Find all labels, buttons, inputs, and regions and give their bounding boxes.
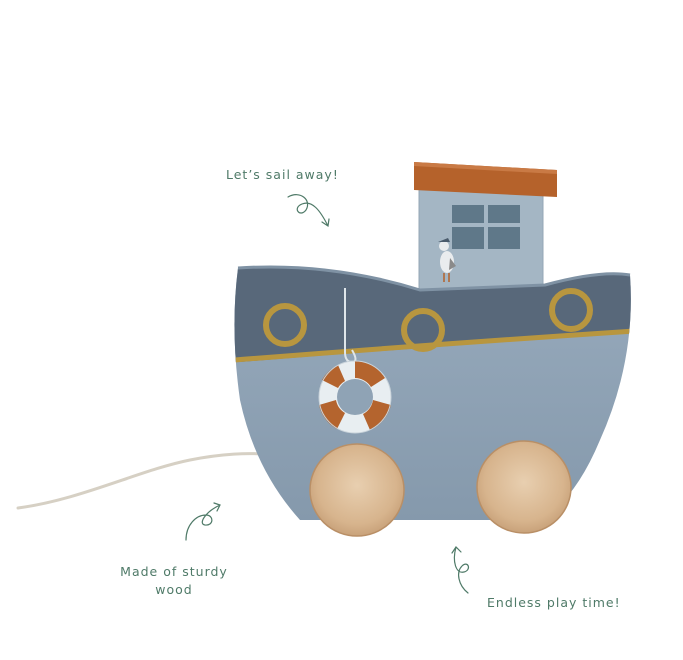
lifebuoy [318, 360, 392, 434]
cabin-window [452, 205, 520, 249]
caption-sturdy-wood-line1: Made of sturdy [120, 564, 228, 579]
arrow-doodle-play [451, 546, 470, 594]
porthole-left [263, 303, 307, 347]
porthole-right [549, 288, 593, 332]
caption-sturdy-wood-line2: wood [155, 582, 193, 597]
cabin [414, 162, 557, 296]
arrow-doodle-sail [287, 194, 330, 228]
pull-string [16, 452, 274, 510]
porthole-middle [401, 308, 445, 352]
arrow-doodle-wood [185, 502, 221, 541]
caption-sail-away: Let’s sail away! [226, 167, 339, 182]
wheel-right [476, 440, 572, 534]
caption-play-time: Endless play time! [487, 595, 621, 610]
seagull-figure [438, 238, 456, 282]
caption-sturdy-wood: Made of sturdy wood [118, 563, 230, 599]
wheel-left [309, 443, 405, 537]
